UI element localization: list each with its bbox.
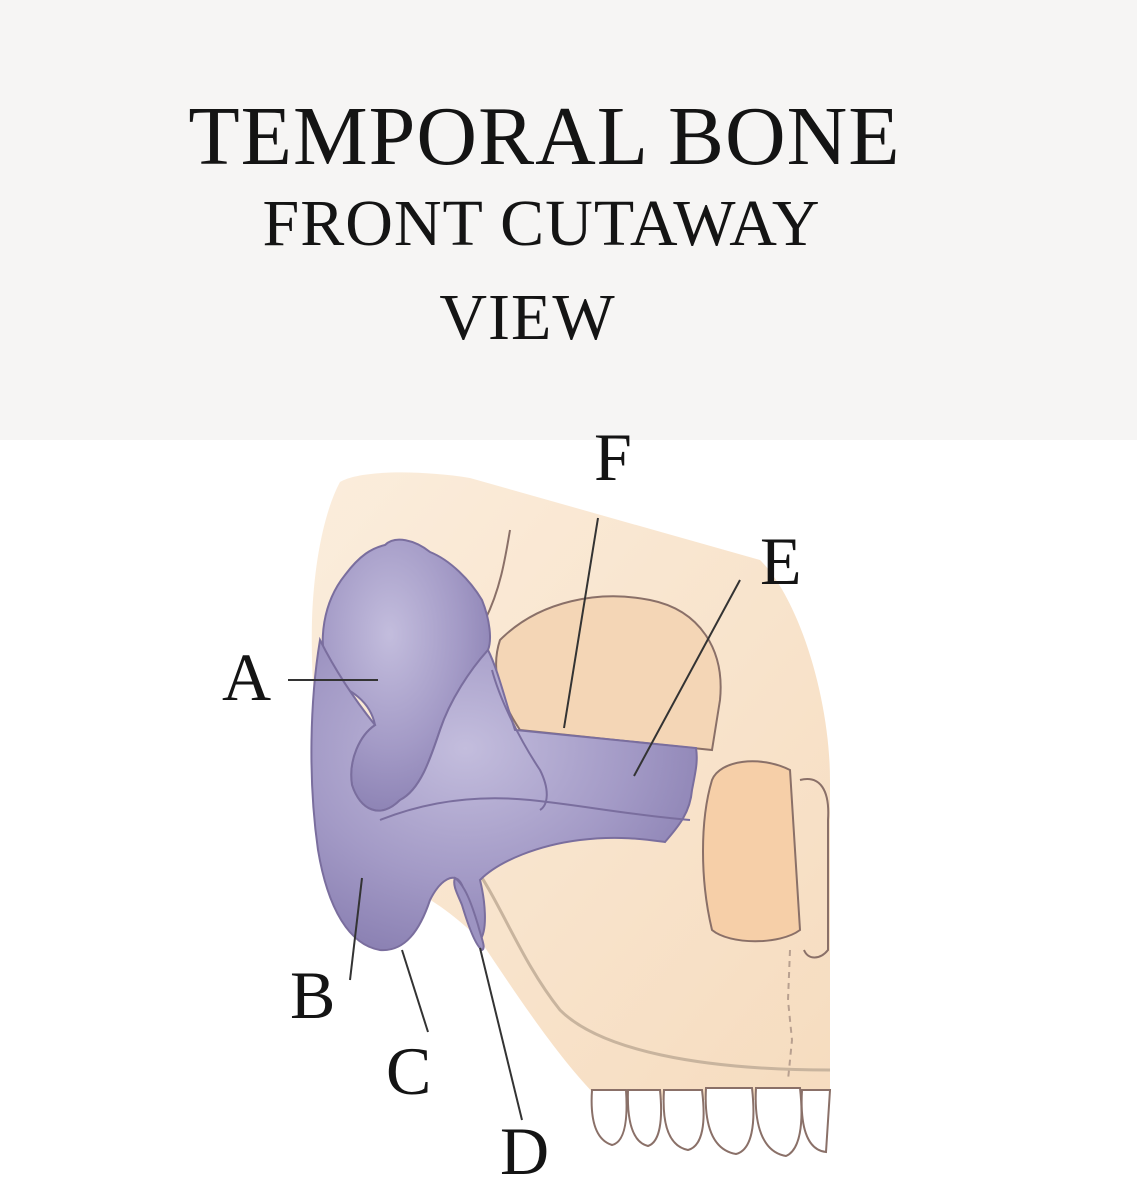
label-f: F (594, 419, 632, 495)
label-d: D (500, 1113, 549, 1189)
title-line-2: FRONT CUTAWAY (262, 187, 821, 260)
maxillary-region (702, 760, 802, 943)
mandible-outline (468, 859, 831, 1072)
zygomatic-region (495, 595, 722, 752)
petrous-ridge (491, 669, 548, 811)
nasal-edge (799, 778, 830, 959)
midline-suture (786, 949, 794, 1081)
title-line-1: TEMPORAL BONE (188, 90, 901, 183)
label-e: E (760, 523, 802, 599)
title-banner (0, 0, 1137, 440)
leader-lines (288, 517, 741, 1121)
teeth (590, 1087, 832, 1158)
temporal-bone-body (310, 636, 698, 952)
label-b: B (290, 957, 335, 1033)
styloid-process (453, 876, 485, 952)
sphenoid-line (484, 529, 511, 621)
label-a: A (222, 639, 271, 715)
title-line-3: VIEW (439, 281, 616, 354)
zygomatic-process-edge (379, 797, 691, 821)
label-c: C (386, 1033, 431, 1109)
